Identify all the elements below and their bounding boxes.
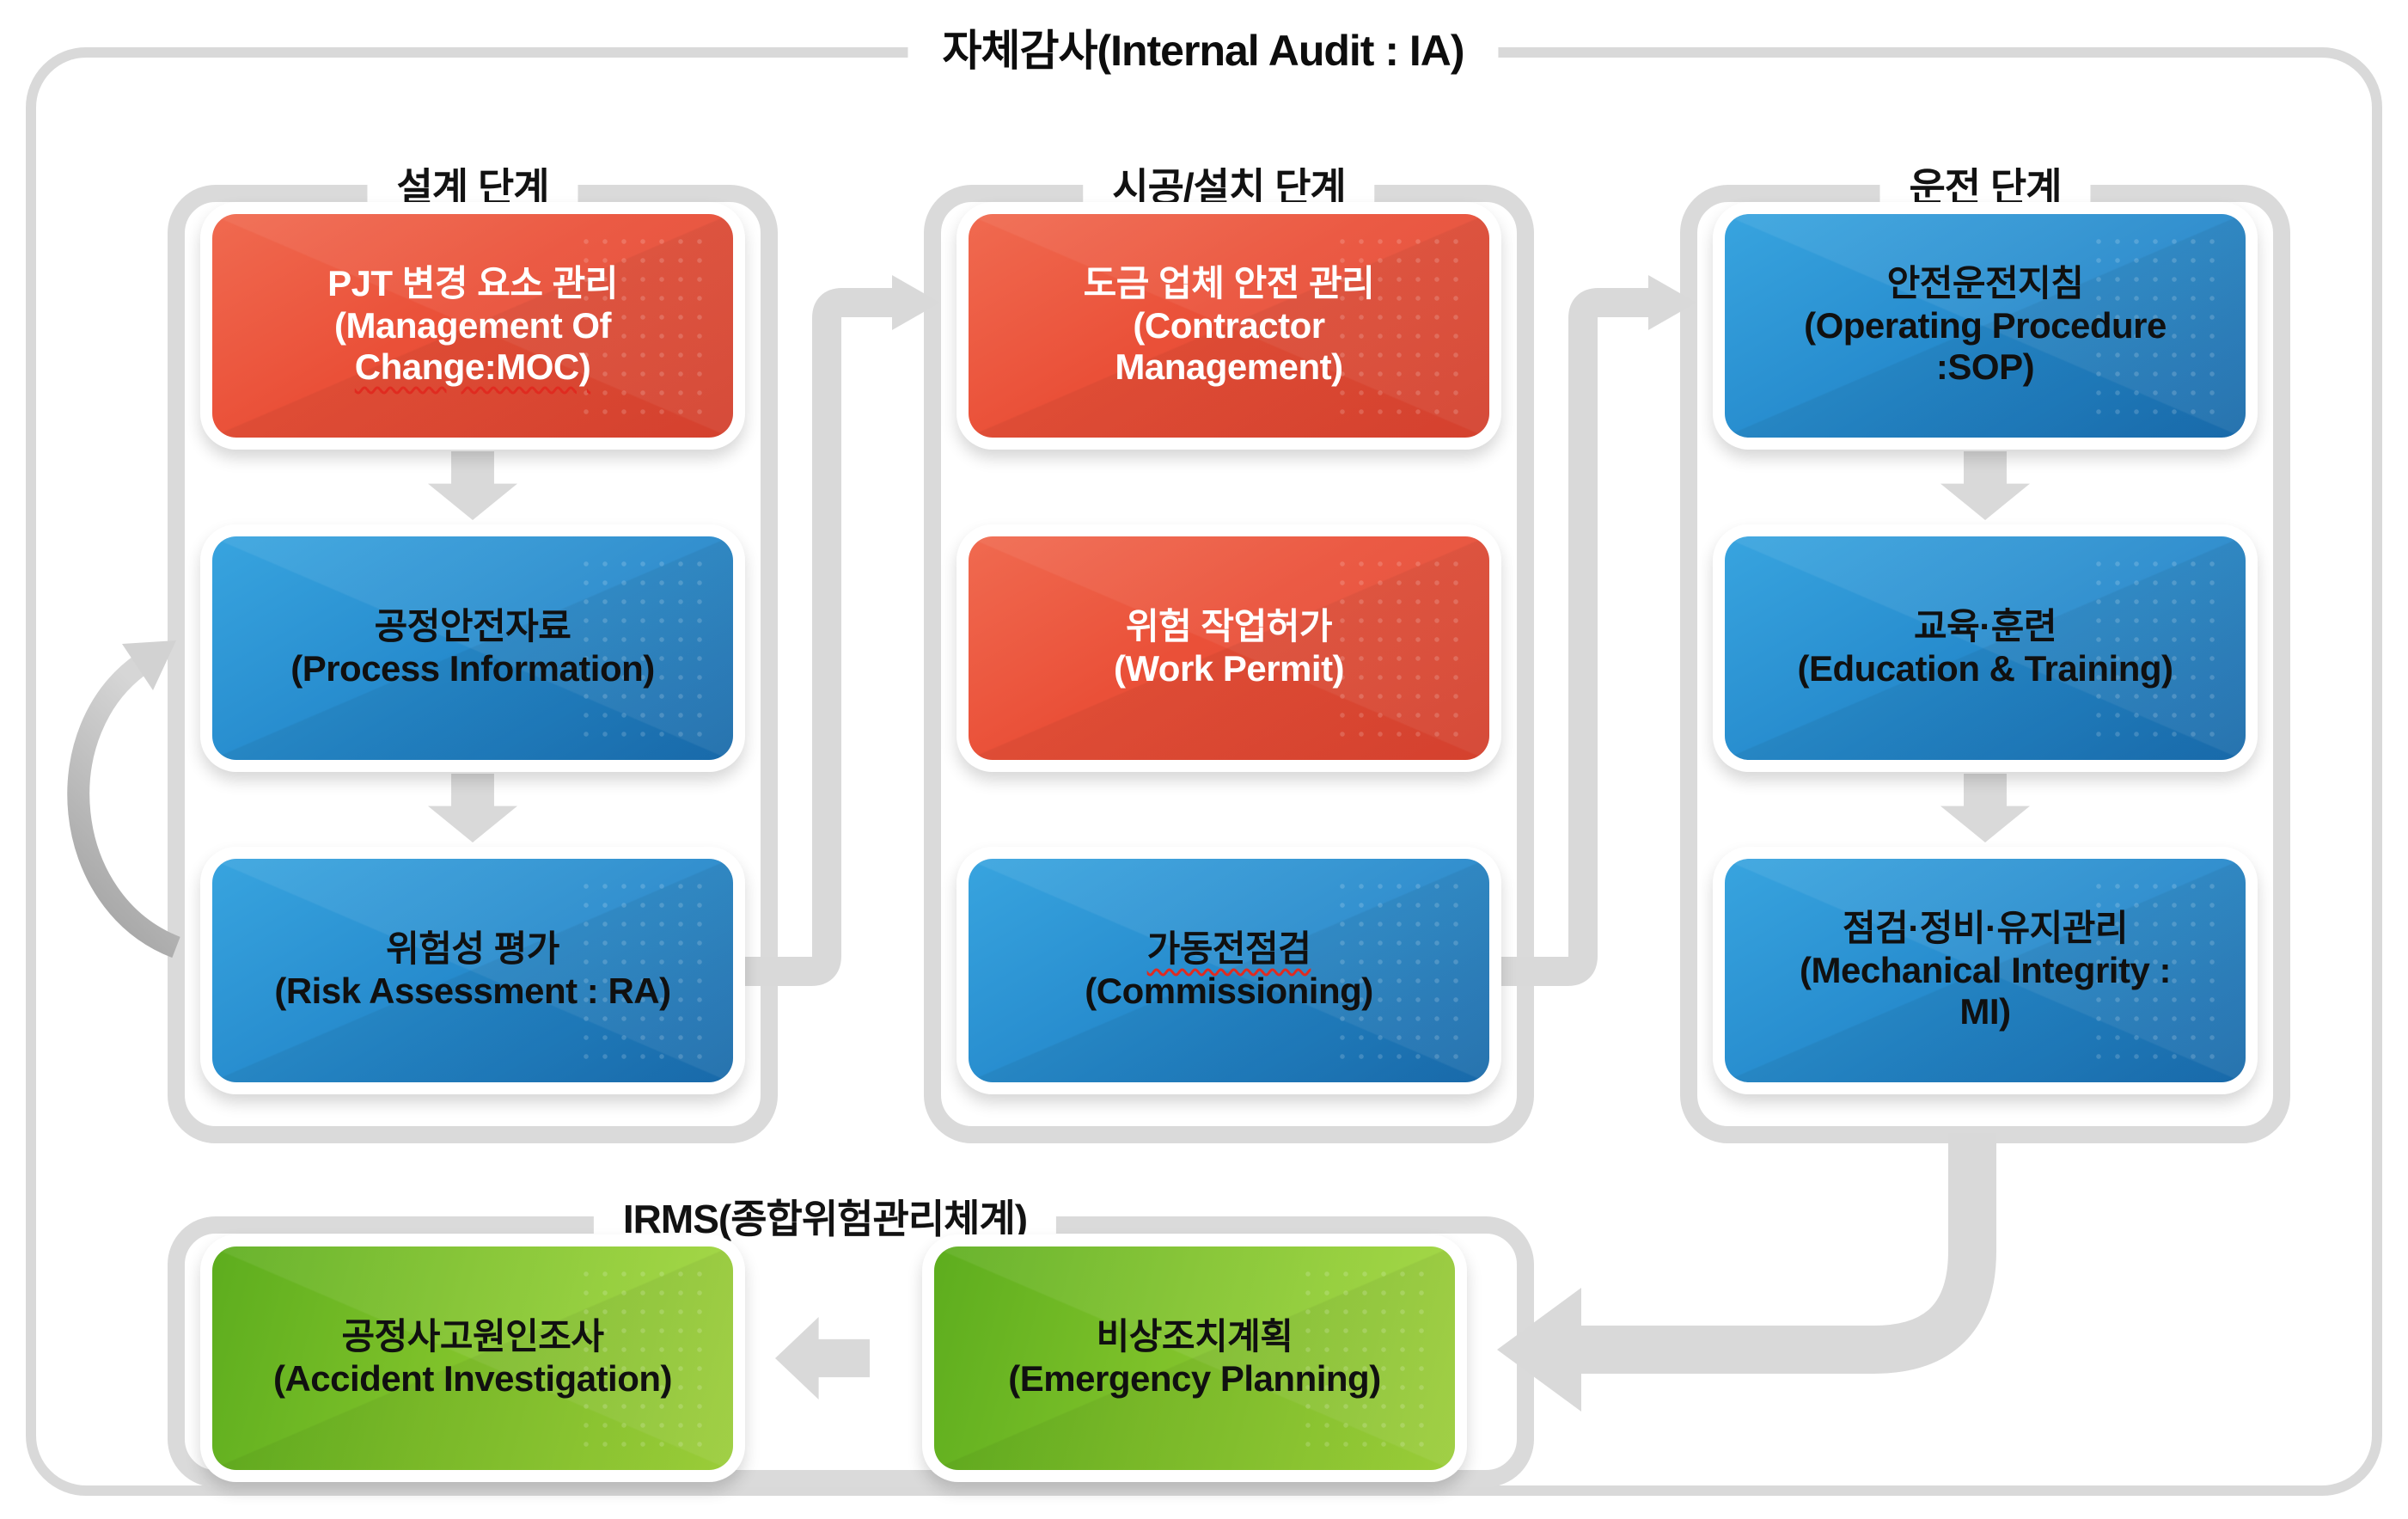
box-management-of-change: PJT 변경 요소 관리 (Management Of Change:MOC) [200, 202, 745, 450]
loop-arrow-risk-feedback [67, 640, 180, 959]
box-face: 공정사고원인조사 (Accident Investigation) [212, 1246, 733, 1470]
box-line: (Emergency Planning) [1008, 1358, 1381, 1399]
box-line: (Operating Procedure [1804, 304, 2167, 346]
arrowhead-left-icon [1497, 1288, 1581, 1412]
box-face: 공정안전자료 (Process Information) [212, 536, 733, 760]
box-line: 도금 업체 안전 관리 [1083, 262, 1375, 303]
box-line: (Management Of [333, 304, 612, 346]
box-line: 공정사고원인조사 [341, 1316, 604, 1357]
pattern-dots [1333, 554, 1469, 743]
box-mechanical-integrity: 점검·정비·유지관리 (Mechanical Integrity : MI) [1713, 847, 2258, 1094]
box-operating-procedure: 안전운전지침 (Operating Procedure :SOP) [1713, 202, 2258, 450]
arrowhead-right-icon [1648, 275, 1696, 330]
box-face: 안전운전지침 (Operating Procedure :SOP) [1725, 214, 2246, 438]
pattern-dots [1333, 231, 1469, 420]
box-face: 교육·훈련 (Education & Training) [1725, 536, 2246, 760]
box-line: (Risk Assessment : RA) [274, 971, 671, 1011]
box-line: (Commissioning) [1085, 971, 1373, 1011]
box-line: 공정안전자료 [374, 606, 571, 647]
box-work-permit: 위험 작업허가 (Work Permit) [956, 524, 1501, 772]
box-line: (Work Permit) [1113, 648, 1345, 689]
box-risk-assessment: 위험성 평가 (Risk Assessment : RA) [200, 847, 745, 1094]
box-line: 가동전점검 [1146, 928, 1311, 970]
box-line: (Contractor [1133, 304, 1325, 346]
box-line: 위험성 평가 [386, 928, 559, 970]
box-line: MI) [1959, 991, 2011, 1032]
box-education-training: 교육·훈련 (Education & Training) [1713, 524, 2258, 772]
diagram-title: 자체감사(Internal Audit : IA) [908, 13, 1499, 82]
box-face: 비상조치계획 (Emergency Planning) [934, 1246, 1455, 1470]
box-line: 안전운전지침 [1886, 262, 2084, 303]
box-line: PJT 변경 요소 관리 [327, 262, 618, 303]
box-line: (Process Information) [290, 648, 655, 689]
box-line: Management) [1115, 346, 1343, 388]
box-line: (Mechanical Integrity : [1800, 949, 2171, 990]
box-face: 도금 업체 안전 관리 (Contractor Management) [969, 214, 1489, 438]
box-commissioning: 가동전점검 (Commissioning) [956, 847, 1501, 1094]
internal-audit-frame [26, 47, 2382, 1496]
box-face: PJT 변경 요소 관리 (Management Of Change:MOC) [212, 214, 733, 438]
box-face: 위험성 평가 (Risk Assessment : RA) [212, 859, 733, 1082]
box-contractor-management: 도금 업체 안전 관리 (Contractor Management) [956, 202, 1501, 450]
connector-risk-to-contractor [730, 275, 940, 986]
connector-commissioning-to-sop [1487, 275, 1696, 986]
connector-mi-to-emergency [1497, 1133, 1996, 1412]
box-line: :SOP) [1935, 346, 2035, 388]
box-line: Change:MOC) [354, 346, 591, 388]
box-face: 점검·정비·유지관리 (Mechanical Integrity : MI) [1725, 859, 2246, 1082]
box-accident-investigation: 공정사고원인조사 (Accident Investigation) [200, 1234, 745, 1482]
arrowhead-up-right-icon [122, 640, 176, 690]
box-line: (Education & Training) [1797, 648, 2174, 689]
box-line: 비상조치계획 [1096, 1316, 1293, 1357]
box-line: (Accident Investigation) [272, 1358, 673, 1399]
arrowhead-right-icon [892, 275, 940, 330]
box-line: 교육·훈련 [1913, 606, 2057, 647]
box-face: 가동전점검 (Commissioning) [969, 859, 1489, 1082]
box-face: 위험 작업허가 (Work Permit) [969, 536, 1489, 760]
box-emergency-planning: 비상조치계획 (Emergency Planning) [922, 1234, 1467, 1482]
box-line: 점검·정비·유지관리 [1842, 907, 2129, 948]
box-process-information: 공정안전자료 (Process Information) [200, 524, 745, 772]
box-line: 위험 작업허가 [1125, 606, 1333, 647]
